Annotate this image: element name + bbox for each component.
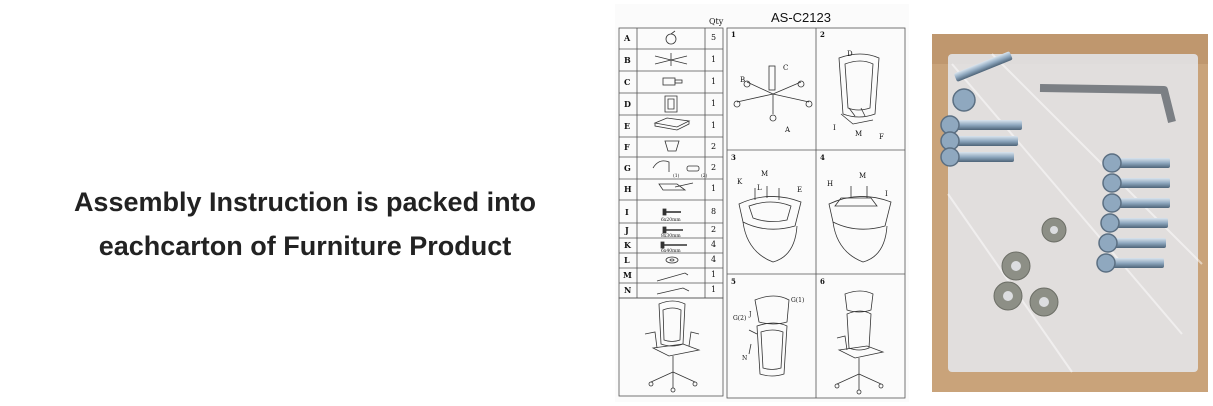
part-letter-n: N bbox=[624, 285, 631, 295]
qty-header: Qty bbox=[709, 17, 724, 26]
part-letter-j: J bbox=[624, 225, 629, 235]
armrest-icon bbox=[664, 140, 680, 152]
bolt-group-left bbox=[940, 115, 1022, 167]
step-number-4: 4 bbox=[820, 153, 825, 162]
part-letter-e: E bbox=[624, 121, 630, 131]
bolt-group-right bbox=[1096, 153, 1170, 273]
step-4-callout-m: M bbox=[859, 172, 866, 180]
bolt-icon bbox=[952, 51, 1013, 112]
step-4-mechanism-drawing bbox=[828, 186, 892, 263]
headrest-bracket-icon bbox=[652, 160, 700, 172]
step-number-1: 1 bbox=[731, 30, 736, 39]
part-letter-h: H bbox=[624, 184, 632, 194]
screw-i-size: 6x20mm bbox=[661, 217, 681, 223]
part-qty-h: 1 bbox=[711, 184, 716, 193]
part-qty-d: 1 bbox=[711, 99, 716, 108]
g-sub-label-1: (1) bbox=[673, 172, 680, 179]
backrest-icon bbox=[664, 95, 678, 113]
headline-line-1: Assembly Instruction is packed into bbox=[73, 187, 537, 217]
part-qty-i: 8 bbox=[711, 207, 716, 216]
step-number-3: 3 bbox=[731, 153, 736, 162]
part-qty-b: 1 bbox=[711, 55, 716, 64]
step-3-callout-k: K bbox=[737, 178, 743, 186]
step-5-callout-n: N bbox=[742, 355, 747, 362]
step-5-headrest-drawing bbox=[748, 295, 790, 377]
screw-k-size: 6x40mm bbox=[661, 248, 681, 254]
steps-grid bbox=[726, 27, 906, 399]
step-3-callout-l: L bbox=[757, 184, 762, 192]
caster-wheel-icon bbox=[665, 30, 677, 45]
part-qty-n: 1 bbox=[711, 285, 716, 294]
step-1-callout-b: B bbox=[740, 76, 745, 84]
part-qty-m: 1 bbox=[711, 270, 716, 279]
step-number-5: 5 bbox=[731, 277, 736, 286]
washer-icon bbox=[665, 256, 679, 264]
part-qty-e: 1 bbox=[711, 121, 716, 130]
step-number-6: 6 bbox=[820, 277, 825, 286]
finished-chair-icon bbox=[644, 300, 701, 393]
step-4-callout-h: H bbox=[827, 180, 833, 188]
seat-icon bbox=[653, 117, 691, 131]
screw-k-icon bbox=[660, 241, 687, 249]
step-2-callout-f: F bbox=[879, 133, 884, 141]
part-letter-k: K bbox=[624, 240, 632, 250]
headline: Assembly Instruction is packed into each… bbox=[20, 180, 590, 268]
headline-line-2: eachcarton of Furniture Product bbox=[98, 231, 512, 261]
chair-base-icon bbox=[654, 53, 688, 66]
instruction-sheet: Qty AS-C2123 A B C D bbox=[615, 4, 909, 402]
part-qty-j: 2 bbox=[711, 225, 716, 234]
step-5-callout-j: J bbox=[748, 311, 752, 318]
step-2-callout-m: M bbox=[855, 130, 862, 138]
part-qty-a: 5 bbox=[711, 33, 716, 42]
g-sub-label-2: (2) bbox=[701, 172, 708, 179]
step-2-callout-i: I bbox=[833, 124, 836, 132]
allen-key-m-icon bbox=[656, 272, 689, 282]
step-2-backrest-drawing bbox=[838, 53, 880, 125]
part-qty-g: 2 bbox=[711, 163, 716, 172]
step-3-seat-drawing bbox=[738, 186, 802, 263]
hardware-kit-photo bbox=[932, 34, 1208, 392]
step-1-callout-c: C bbox=[783, 64, 788, 72]
tilt-mechanism-icon bbox=[658, 182, 694, 191]
allen-key-icon bbox=[1039, 84, 1176, 123]
parts-table bbox=[618, 27, 724, 397]
washer-group bbox=[993, 217, 1067, 317]
step-3-callout-e: E bbox=[797, 186, 802, 194]
screw-j-size: 8x30mm bbox=[661, 233, 681, 239]
model-number: AS-C2123 bbox=[771, 10, 831, 25]
part-qty-l: 4 bbox=[711, 255, 716, 264]
part-letter-l: L bbox=[624, 255, 630, 265]
screw-i-icon bbox=[662, 208, 681, 216]
part-letter-c: C bbox=[624, 77, 630, 87]
step-4-callout-i: I bbox=[885, 190, 888, 198]
step-3-callout-m: M bbox=[761, 170, 768, 178]
step-2-callout-d: D bbox=[847, 50, 853, 58]
part-letter-m: M bbox=[623, 270, 632, 280]
part-qty-c: 1 bbox=[711, 77, 716, 86]
part-letter-g: G bbox=[624, 163, 631, 173]
part-letter-b: B bbox=[624, 55, 631, 65]
allen-key-n-icon bbox=[656, 287, 690, 295]
part-qty-k: 4 bbox=[711, 240, 716, 249]
part-letter-f: F bbox=[624, 142, 630, 152]
part-qty-f: 2 bbox=[711, 142, 716, 151]
plastic-bag bbox=[948, 54, 1198, 372]
part-letter-i: I bbox=[625, 207, 629, 217]
step-1-base-drawing bbox=[733, 65, 813, 122]
step-number-2: 2 bbox=[820, 30, 825, 39]
step-5-callout-g2: G(2) bbox=[733, 315, 746, 322]
part-letter-a: A bbox=[623, 33, 631, 43]
step-6-assembled-chair-drawing bbox=[834, 290, 885, 395]
gas-cylinder-icon bbox=[662, 77, 683, 86]
step-1-callout-a: A bbox=[784, 126, 791, 134]
screw-j-icon bbox=[662, 226, 683, 234]
step-5-callout-g1: G(1) bbox=[791, 297, 804, 304]
part-letter-d: D bbox=[624, 99, 631, 109]
